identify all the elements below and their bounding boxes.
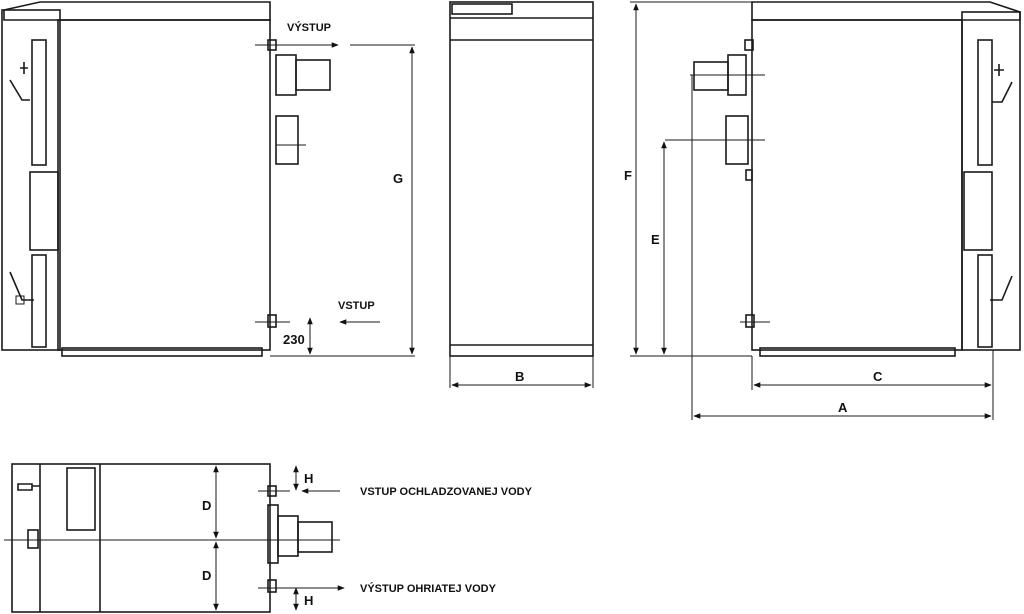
dim-b: B [515, 369, 524, 384]
label-vstup-ochladzovanej: VSTUP OCHLADZOVANEJ VODY [360, 486, 533, 498]
middle-view: B [449, 1, 594, 388]
label-vystup: VÝSTUP [287, 21, 331, 34]
dim-h-bottom: H [304, 593, 313, 608]
top-view: D D H H VSTUP OCHLADZOVANEJ VODY VÝSTUP … [4, 463, 533, 613]
dim-f: F [624, 168, 632, 183]
dim-h-top: H [304, 471, 313, 486]
dim-a: A [838, 400, 848, 415]
label-vystup-ohriatej: VÝSTUP OHRIATEJ VODY [360, 582, 497, 595]
dim-g: G [393, 171, 403, 186]
right-view: F E C A [624, 1, 1021, 420]
dim-d-top: D [202, 498, 211, 513]
left-view: VÝSTUP VSTUP G 230 [1, 1, 415, 357]
dim-230: 230 [283, 332, 305, 347]
dim-e: E [651, 232, 660, 247]
label-vstup: VSTUP [338, 300, 375, 312]
dim-d-bottom: D [202, 568, 211, 583]
dim-c: C [873, 369, 883, 384]
